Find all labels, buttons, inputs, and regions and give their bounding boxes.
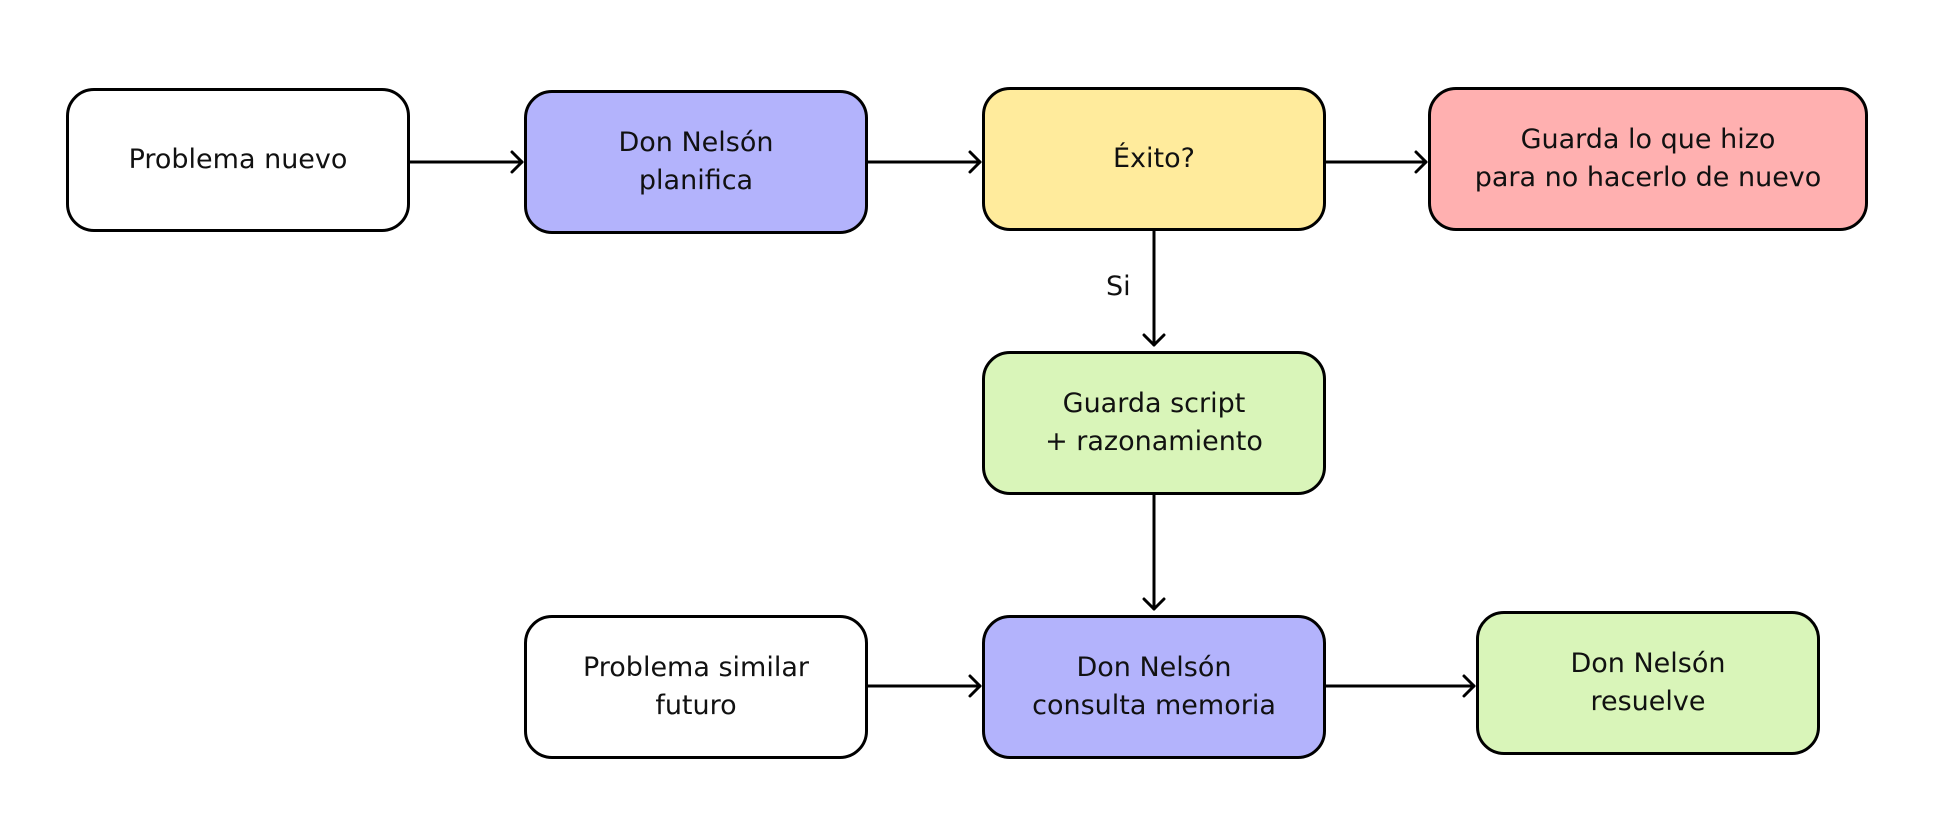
node-label: Problema nuevo: [128, 144, 348, 175]
arrowhead-exito-icon: [968, 150, 982, 174]
node-label: Guarda script + razonamiento: [1045, 388, 1263, 457]
node-exito-decision: Éxito?: [982, 87, 1326, 231]
arrowhead-planifica-icon: [510, 150, 524, 174]
node-label: Don Nelsón consulta memoria: [1032, 652, 1276, 721]
node-label: Don Nelsón resuelve: [1570, 648, 1726, 717]
arrowhead-consulta-left-icon: [968, 674, 982, 698]
node-resuelve: Don Nelsón resuelve: [1476, 611, 1820, 755]
node-problema-similar: Problema similar futuro: [524, 615, 868, 759]
arrowhead-guarda-script-icon: [1142, 333, 1166, 347]
node-planifica: Don Nelsón planifica: [524, 90, 868, 234]
node-label: Guarda lo que hizo para no hacerlo de nu…: [1474, 124, 1822, 193]
arrowhead-consulta-top-icon: [1142, 597, 1166, 611]
node-problema-nuevo: Problema nuevo: [66, 88, 410, 232]
arrowhead-resuelve-icon: [1462, 674, 1476, 698]
node-label: Problema similar futuro: [582, 652, 810, 721]
node-label: Éxito?: [1113, 143, 1195, 174]
node-label: Don Nelsón planifica: [618, 127, 774, 196]
node-guarda-script: Guarda script + razonamiento: [982, 351, 1326, 495]
node-consulta-memoria: Don Nelsón consulta memoria: [982, 615, 1326, 759]
node-guarda-fallo: Guarda lo que hizo para no hacerlo de nu…: [1428, 87, 1868, 231]
arrowhead-guarda-fallo-icon: [1414, 150, 1428, 174]
edge-label-si: Si: [1106, 271, 1131, 302]
